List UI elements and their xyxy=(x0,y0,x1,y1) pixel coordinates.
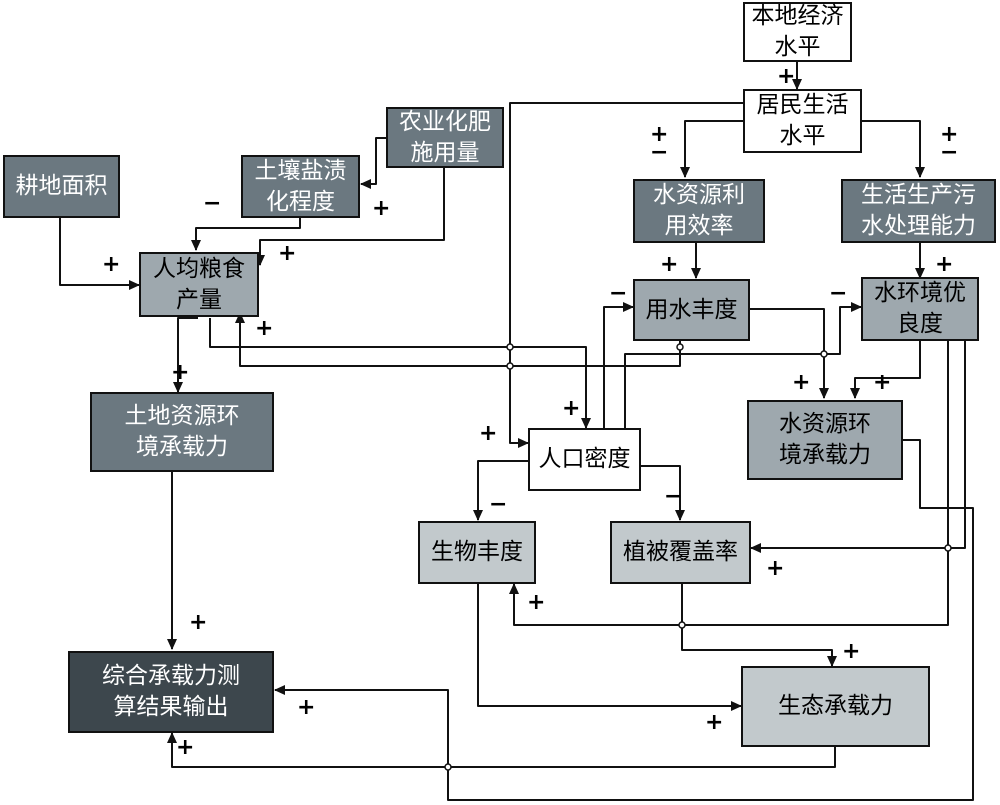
edge-fertilizer-to-grain xyxy=(255,165,445,266)
sign-minus: − xyxy=(664,484,683,509)
sign-plus: + xyxy=(562,396,581,421)
node-water-capacity: 水资源环 境承载力 xyxy=(747,400,903,480)
crossing-hop xyxy=(676,343,684,351)
edge-population-to-bio xyxy=(473,460,528,521)
sign-plus: + xyxy=(255,316,274,341)
edge-population-to-quality xyxy=(624,302,862,428)
edge-soil-to-grain xyxy=(191,217,301,251)
sign-minus: − xyxy=(829,281,848,306)
sign-plus: + xyxy=(171,360,190,385)
edge-water-to-wcap xyxy=(750,308,829,399)
edge-fertilizer-to-soil xyxy=(360,137,386,189)
edge-life-to-efficiency xyxy=(680,120,745,178)
sign-minus: − xyxy=(489,492,508,517)
sign-minus: − xyxy=(203,191,222,216)
node-farmland: 耕地面积 xyxy=(3,155,120,218)
sign-plus: + xyxy=(278,241,297,266)
node-land-capacity: 土地资源环 境承载力 xyxy=(90,392,274,472)
edge-quality-to-veg xyxy=(750,340,966,553)
node-water-use-efficiency: 水资源利 用效率 xyxy=(633,179,765,243)
node-grain-per-capita: 人均粮食 产量 xyxy=(139,252,259,317)
node-resident-life: 居民生活 水平 xyxy=(743,89,862,153)
edge-eco-to-integrated xyxy=(167,732,836,768)
edge-quality-to-wcap xyxy=(850,340,921,399)
edge-life-to-sewage xyxy=(862,120,925,178)
crossing-hop xyxy=(444,763,452,771)
sign-plus: + xyxy=(766,556,785,581)
node-eco-capacity: 生态承载力 xyxy=(741,666,930,747)
node-integrated-output: 综合承载力测 算结果输出 xyxy=(68,651,274,733)
node-population-density: 人口密度 xyxy=(528,428,641,491)
sign-plus: + xyxy=(777,64,796,89)
sign-plus: + xyxy=(935,252,954,277)
crossing-hop xyxy=(506,343,514,351)
edge-farmland-to-grain xyxy=(59,218,140,290)
sign-plus-minus: + − xyxy=(650,122,669,165)
edge-population-to-water xyxy=(603,302,634,428)
node-fertilizer: 农业化肥 施用量 xyxy=(386,107,504,168)
node-sewage-capacity: 生活生产污 水处理能力 xyxy=(841,179,996,243)
sign-plus: + xyxy=(102,252,121,277)
edge-wcap-to-integrated xyxy=(274,439,974,801)
node-bio-abundance: 生物丰度 xyxy=(418,521,536,584)
crossing-hop xyxy=(678,621,686,629)
sign-plus: + xyxy=(873,370,892,395)
edge-grain-to-land xyxy=(173,317,198,393)
edge-water-to-grain xyxy=(235,312,681,367)
sign-plus: + xyxy=(527,590,546,615)
sign-plus: + xyxy=(660,252,679,277)
sign-plus: + xyxy=(176,735,195,760)
sign-minus: − xyxy=(609,281,628,306)
edge-population-to-veg xyxy=(641,465,685,521)
sign-plus: + xyxy=(705,710,724,735)
edge-quality-to-bio xyxy=(509,340,949,626)
crossing-hop xyxy=(506,362,514,370)
sign-plus: + xyxy=(297,695,316,720)
node-vegetation-cover: 植被覆盖率 xyxy=(610,521,751,584)
crossing-hop xyxy=(944,544,952,552)
node-soil-salinization: 土壤盐渍 化程度 xyxy=(241,155,360,218)
node-water-env-quality: 水环境优 良度 xyxy=(861,277,979,341)
sign-plus: + xyxy=(842,639,861,664)
sign-plus: + xyxy=(792,370,811,395)
sign-plus: + xyxy=(189,610,208,635)
crossing-hop xyxy=(820,350,828,358)
edge-bio-to-eco xyxy=(477,584,742,711)
node-local-economy: 本地经济 水平 xyxy=(743,2,852,62)
edge-veg-to-eco xyxy=(681,584,837,667)
sign-plus-minus: + − xyxy=(940,122,959,165)
sign-plus: + xyxy=(372,196,391,221)
sign-plus: + xyxy=(479,421,498,446)
edge-grain-to-population xyxy=(209,318,591,429)
node-water-abundance: 用水丰度 xyxy=(633,279,750,341)
edge-life-to-population xyxy=(509,102,745,448)
